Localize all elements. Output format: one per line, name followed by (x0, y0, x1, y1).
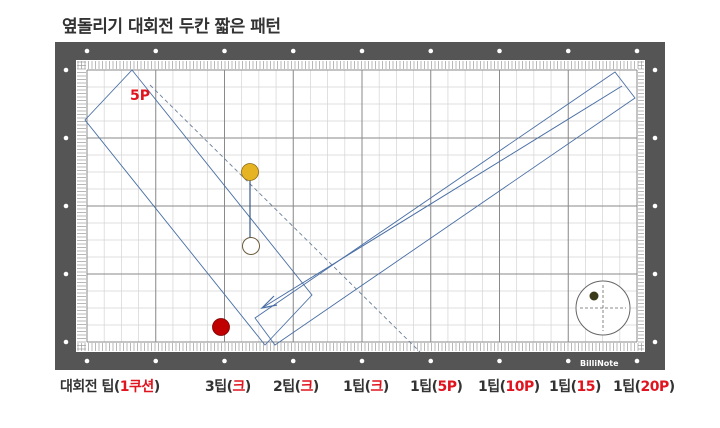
tip-label: 대회전 팁(1쿠션) (60, 376, 160, 396)
tip-label: 1팁(20P) (613, 376, 675, 396)
tip-label-highlight: 크 (232, 379, 246, 395)
diamond-marker (153, 358, 159, 364)
tip-labels-row: 대회전 팁(1쿠션)3팁(크)2팁(크)1팁(크)1팁(5P)1팁(10P)1팁… (60, 376, 700, 400)
tip-label-suffix: ) (244, 379, 251, 395)
diamond-marker (428, 48, 434, 54)
diamond-marker (63, 203, 69, 209)
red-ball (212, 318, 230, 336)
return-path-arrow (261, 85, 623, 309)
tip-label-suffix: ) (595, 379, 601, 395)
arrow-head-icon (260, 295, 278, 309)
tip-label-suffix: ) (533, 379, 540, 395)
tip-label-highlight: 5P (437, 379, 458, 395)
cue-ball-travel-corridor (84, 69, 313, 346)
diamond-marker (63, 339, 69, 345)
tip-label: 1팁(크) (343, 376, 389, 396)
diamond-marker (359, 48, 365, 54)
diamond-marker (63, 135, 69, 141)
tip-label-suffix: ) (668, 379, 675, 395)
diamond-markers (63, 48, 658, 364)
diamond-marker (652, 271, 658, 277)
diamond-marker (63, 271, 69, 277)
tip-label: 1팁(5P) (410, 376, 463, 396)
cue-tip-aim-icon (575, 280, 631, 336)
yellow-ball (241, 163, 259, 181)
white-ball (242, 237, 260, 255)
cushion-ruler (77, 61, 644, 351)
tip-label: 3팁(크) (205, 376, 251, 396)
tip-label-prefix: 1팁( (549, 379, 577, 395)
tip-label-highlight: 20P (640, 379, 670, 395)
watermark: BilliNote (580, 359, 619, 368)
diamond-marker (565, 358, 571, 364)
diamond-marker (290, 48, 296, 54)
diamond-marker (222, 358, 227, 364)
tip-label-prefix: 3팁( (205, 379, 233, 395)
diamond-marker (652, 135, 658, 141)
diamond-marker (652, 67, 658, 73)
object-ball-dashed-line (149, 84, 421, 353)
tip-label-suffix: ) (153, 379, 160, 395)
diamond-marker (652, 339, 658, 345)
return-corridor (254, 71, 636, 346)
page-title: 옆돌리기 대회전 두칸 짧은 패턴 (62, 17, 281, 37)
tip-label-prefix: 1팁( (478, 379, 506, 395)
tip-label-suffix: ) (312, 379, 319, 395)
position-label: 5P (130, 88, 150, 104)
diamond-marker (497, 48, 502, 54)
tip-label-prefix: 1팁( (410, 379, 438, 395)
diamond-marker (634, 48, 640, 54)
tip-label: 2팁(크) (273, 376, 319, 396)
tip-label-suffix: ) (456, 379, 463, 395)
diamond-marker (652, 203, 658, 209)
tip-label-highlight: 1쿠션 (119, 379, 155, 395)
diamond-marker (359, 358, 365, 364)
tip-label-suffix: ) (382, 379, 389, 395)
tip-label-prefix: 대회전 팁( (60, 379, 120, 395)
tip-label-highlight: 15 (576, 379, 596, 395)
tip-label-highlight: 크 (300, 379, 314, 395)
diamond-marker (428, 358, 434, 364)
tip-label: 1팁(15) (549, 376, 601, 396)
tip-label-highlight: 크 (370, 379, 384, 395)
diamond-marker (84, 358, 90, 364)
diamond-marker (497, 358, 502, 364)
diamond-marker (222, 48, 227, 54)
diamond-marker (63, 67, 69, 73)
diamond-marker (634, 358, 640, 364)
diamond-marker (84, 48, 90, 54)
tip-label: 1팁(10P) (478, 376, 540, 396)
tip-label-prefix: 2팁( (273, 379, 301, 395)
tip-label-prefix: 1팁( (343, 379, 371, 395)
diamond-marker (153, 48, 159, 54)
major-grid (86, 69, 638, 343)
diamond-marker (565, 48, 571, 54)
tip-label-highlight: 10P (505, 379, 535, 395)
tip-label-prefix: 1팁( (613, 379, 641, 395)
diamond-marker (290, 358, 296, 364)
